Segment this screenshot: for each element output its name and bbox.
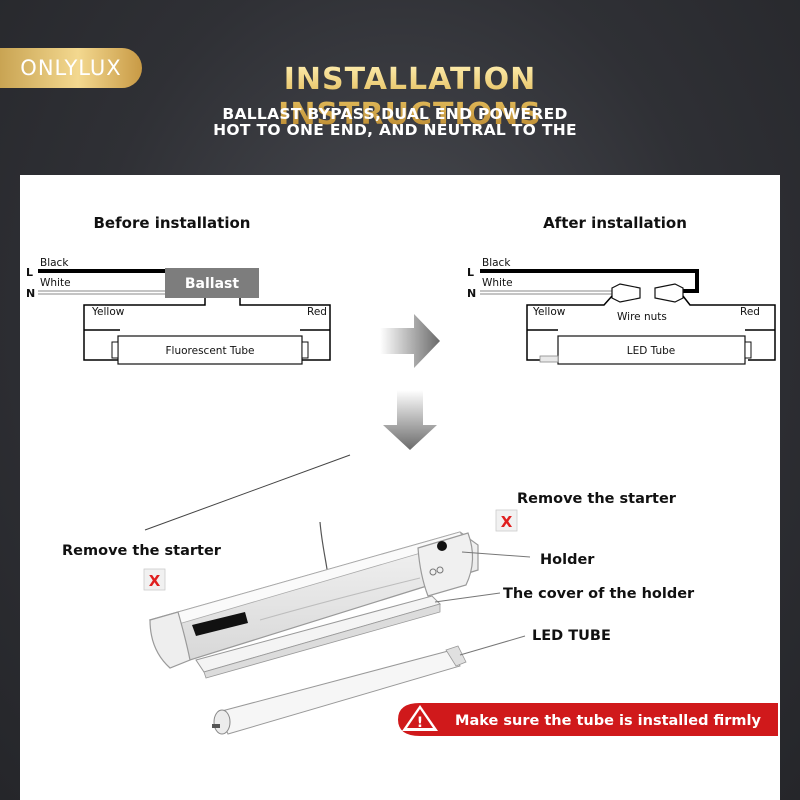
remove-starter-left-label: Remove the starter <box>62 543 222 559</box>
warning-exclamation: ! <box>417 715 423 731</box>
page-title: INSTALLATION INSTRUCTIONS <box>150 62 670 132</box>
after-heading: After installation <box>543 214 687 232</box>
led-tube-pin <box>539 355 559 363</box>
warning-text: Make sure the tube is installed firmly <box>455 713 761 729</box>
fixture-inner-curve <box>259 577 421 621</box>
subtitle-line-1: BALLAST BYPASS,DUAL END POWERED <box>222 105 568 123</box>
warning-banner-bg <box>398 703 778 736</box>
after-L-label: L <box>467 266 474 279</box>
fixture-illustration: Remove the starter Remove the starter Ho… <box>62 454 695 735</box>
holder-cover-side <box>203 603 441 679</box>
after-red-wire <box>682 295 776 361</box>
holder-pin-hole-1 <box>429 568 437 576</box>
x-mark-right-icon: X <box>495 509 518 532</box>
tube-end-right <box>301 341 309 359</box>
x-mark-right-text: X <box>501 513 513 531</box>
after-diagram: After installation L N Black White Wire … <box>467 214 776 365</box>
before-white-label: White <box>40 277 71 289</box>
led-tube-leader <box>459 635 526 656</box>
after-yellow-wire <box>526 295 613 361</box>
before-red-wire <box>239 298 331 361</box>
power-wire <box>319 521 329 577</box>
before-yellow-label: Yellow <box>91 306 125 318</box>
led-tube-box <box>557 335 746 365</box>
after-yellow-label: Yellow <box>532 306 566 318</box>
fluorescent-tube-label: Fluorescent Tube <box>166 345 255 357</box>
holder-screw-hole <box>437 541 447 551</box>
remove-starter-right-label: Remove the starter <box>517 491 677 507</box>
brand-logo: ONLYLUX <box>0 48 142 88</box>
arrow-right-icon <box>380 314 440 368</box>
wire-nut-left <box>611 283 641 303</box>
before-black-label: Black <box>40 257 69 269</box>
instruction-panel <box>20 175 780 800</box>
ballast-label: Ballast <box>185 276 239 292</box>
led-tube-pins <box>212 724 220 728</box>
wire-nuts-label: Wire nuts <box>617 311 667 323</box>
led-tube-label: LED Tube <box>627 345 676 357</box>
before-N-label: N <box>26 287 35 300</box>
before-heading: Before installation <box>94 214 251 232</box>
cover-leader <box>434 592 501 603</box>
after-white-label: White <box>482 277 513 289</box>
x-mark-left-icon: X <box>143 568 166 591</box>
x-mark-left-text: X <box>149 572 161 590</box>
before-diagram: Before installation L N Black White Ball… <box>26 214 331 365</box>
led-tube-fixture-label: LED TUBE <box>532 628 611 644</box>
wire-nut-right <box>654 283 684 303</box>
ceiling-line <box>144 454 351 531</box>
tube-end-left <box>111 341 119 359</box>
before-yellow-wire <box>83 298 206 361</box>
ballast-box <box>165 268 259 298</box>
fixture-left-end <box>149 611 191 669</box>
holder-pin-hole-2 <box>436 566 444 574</box>
warning-banner: ! Make sure the tube is installed firmly <box>398 703 778 736</box>
led-tube-right-cap <box>445 645 467 667</box>
black-strip <box>192 612 248 636</box>
after-black-wire <box>480 269 699 293</box>
led-tube-end-right <box>744 341 752 359</box>
arrow-down-icon <box>383 390 437 450</box>
before-L-label: L <box>26 266 33 279</box>
fluorescent-tube <box>117 335 303 365</box>
before-red-label: Red <box>307 306 327 318</box>
holder-label: Holder <box>540 552 595 568</box>
after-red-label: Red <box>740 306 760 318</box>
holder-leader <box>461 551 531 558</box>
holder <box>417 532 474 597</box>
subtitle: BALLAST BYPASS,DUAL END POWERED HOT TO O… <box>150 106 640 138</box>
after-black-label: Black <box>482 257 511 269</box>
subtitle-line-2: HOT TO ONE END, AND NEUTRAL TO THE <box>213 121 577 139</box>
after-N-label: N <box>467 287 476 300</box>
cover-label: The cover of the holder <box>503 586 695 602</box>
led-tube-end-cap <box>213 709 231 735</box>
